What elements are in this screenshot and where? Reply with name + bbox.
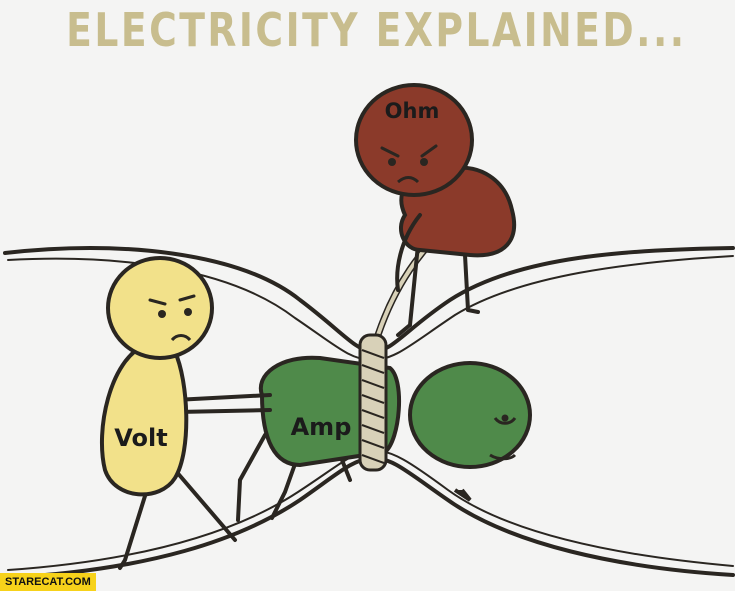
volt-label: Volt bbox=[114, 424, 167, 452]
rope-knot bbox=[358, 333, 388, 472]
volt-character: Volt bbox=[100, 256, 272, 570]
amp-label: Amp bbox=[291, 413, 352, 441]
ohm-label: Ohm bbox=[385, 99, 440, 123]
ohm-character: Ohm bbox=[354, 83, 517, 337]
comic-title: ELECTRICITY EXPLAINED... bbox=[66, 3, 687, 57]
watermark-logo: STARECAT.COM bbox=[0, 573, 96, 591]
